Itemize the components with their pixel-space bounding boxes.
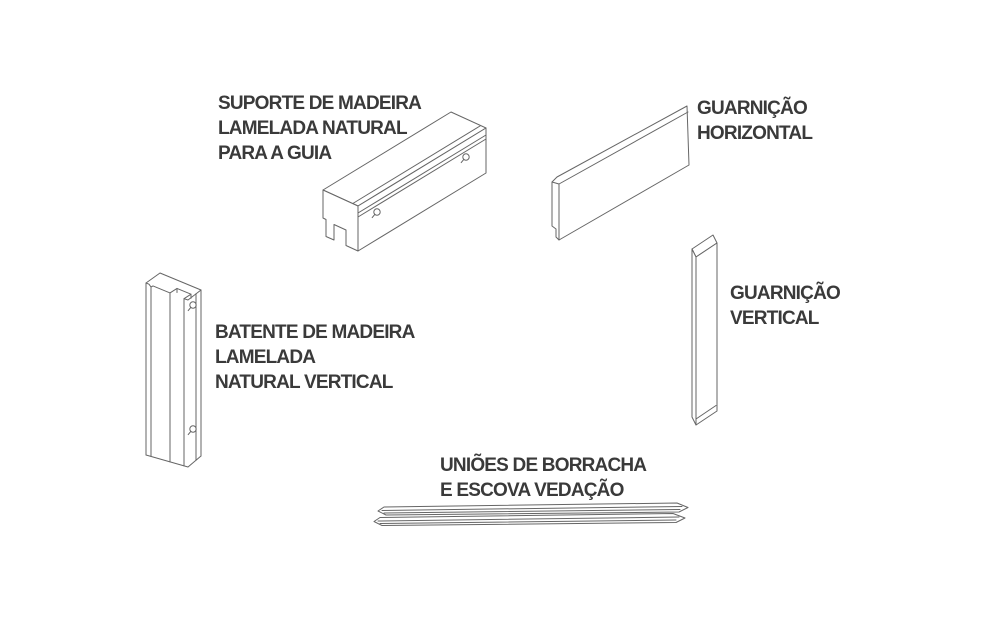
label-line: GUARNIÇÃO [730, 283, 841, 304]
label-guarnicao-vertical: GUARNIÇÃO VERTICAL [730, 281, 841, 331]
screw-keyhole-icon [187, 301, 197, 312]
batente-post-drawing [145, 272, 202, 468]
screw-keyhole-icon [371, 208, 381, 219]
unioes-strips-drawing [373, 502, 689, 526]
label-line: UNIÕES DE BORRACHA [440, 455, 647, 476]
suporte-beam-drawing [322, 111, 487, 252]
label-line: GUARNIÇÃO [697, 98, 808, 119]
label-line: SUPORTE DE MADEIRA [218, 93, 422, 114]
guarnicao-vertical-drawing [691, 234, 718, 426]
screw-keyhole-icon [187, 425, 197, 436]
label-line: LAMELADA NATURAL [218, 118, 408, 139]
label-unioes: UNIÕES DE BORRACHA E ESCOVA VEDAÇÃO [440, 453, 647, 503]
label-batente: BATENTE DE MADEIRA LAMELADA NATURAL VERT… [215, 320, 415, 395]
guarnicao-horizontal-drawing [551, 105, 690, 241]
label-line: BATENTE DE MADEIRA [215, 322, 415, 343]
label-line: HORIZONTAL [697, 123, 813, 144]
label-line: PARA A GUIA [218, 143, 332, 164]
label-guarnicao-horizontal: GUARNIÇÃO HORIZONTAL [697, 96, 813, 146]
label-line: E ESCOVA VEDAÇÃO [440, 480, 624, 501]
label-line: LAMELADA [215, 347, 316, 368]
label-line: NATURAL VERTICAL [215, 372, 393, 393]
label-line: VERTICAL [730, 308, 819, 329]
label-suporte: SUPORTE DE MADEIRA LAMELADA NATURAL PARA… [218, 91, 422, 166]
screw-keyhole-icon [460, 153, 470, 164]
